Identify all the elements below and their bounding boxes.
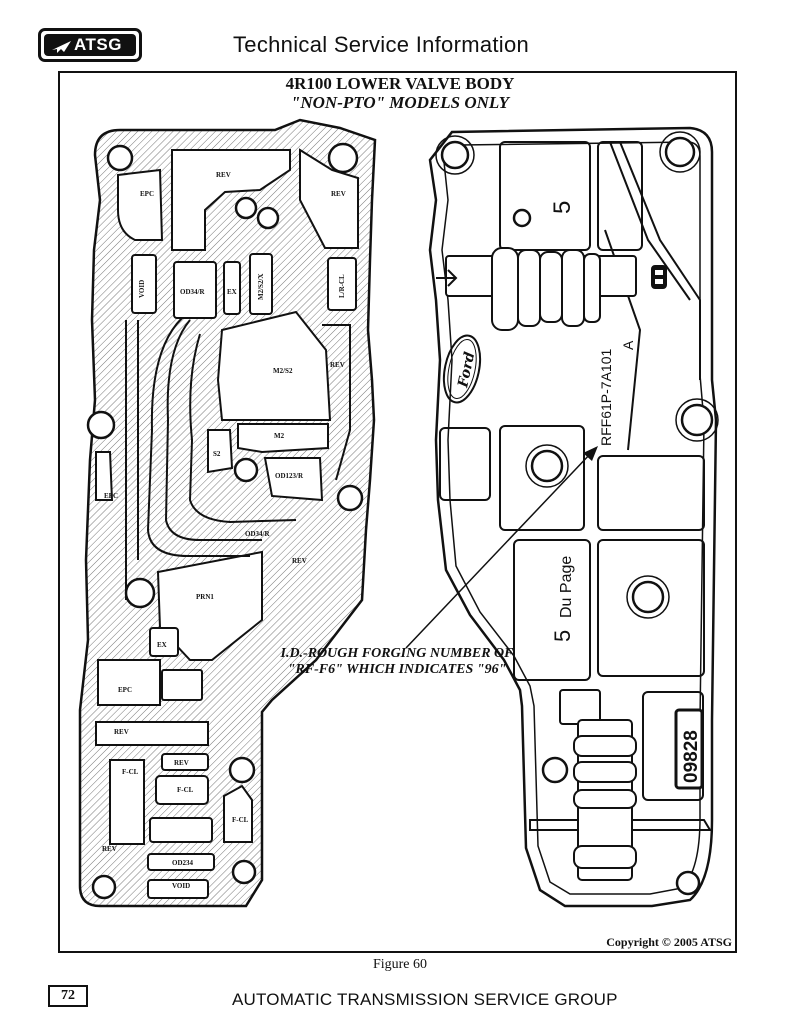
atsg-logo: ATSG bbox=[38, 28, 142, 62]
part-number: RFF61P-7A101 bbox=[598, 349, 614, 446]
passage-label: EPC bbox=[118, 686, 132, 694]
diagram-subtitle: "NON-PTO" MODELS ONLY bbox=[290, 93, 510, 112]
ford-logo: Ford bbox=[442, 334, 482, 404]
passage-label: VOID bbox=[138, 280, 146, 298]
passage-label: OD123/R bbox=[275, 472, 304, 480]
passage-label: REV bbox=[216, 171, 231, 179]
left-bolt-holes bbox=[86, 142, 364, 900]
passage-label: F-CL bbox=[177, 786, 194, 794]
ford-logo-text: Ford bbox=[455, 350, 478, 389]
date-stamp: 09828 bbox=[674, 708, 704, 790]
plane-logo-icon bbox=[52, 41, 71, 53]
upper-spool-bore bbox=[436, 247, 667, 331]
stamp-number: 09828 bbox=[681, 730, 702, 783]
passage-label: OD34/R bbox=[180, 288, 205, 296]
passage-label: EPC bbox=[104, 492, 118, 500]
passage-label: REV bbox=[174, 759, 189, 767]
annotation-arrowhead bbox=[583, 446, 598, 461]
passage-label: F-CL bbox=[232, 816, 249, 824]
footer-company: AUTOMATIC TRANSMISSION SERVICE GROUP bbox=[232, 990, 618, 1009]
right-casting-outline bbox=[428, 126, 718, 908]
right-bolt-hole-rings bbox=[435, 131, 719, 619]
passage-label: OD234 bbox=[172, 859, 194, 867]
annotation-leader bbox=[405, 451, 593, 649]
left-plate-outline bbox=[78, 118, 377, 908]
figure-frame bbox=[58, 71, 737, 953]
passage-label: REV bbox=[330, 361, 345, 369]
lower-spool-bore bbox=[573, 719, 637, 881]
foundry-number: 5 bbox=[549, 201, 576, 214]
passage-label: S2 bbox=[213, 450, 221, 458]
left-channels bbox=[125, 317, 351, 600]
figure-caption: Figure 60 bbox=[372, 957, 428, 972]
passage-label: PRN1 bbox=[196, 593, 214, 601]
left-valve-body-view: REV EPC REV VOID OD34/R EX M2/S2/X L/R-C… bbox=[78, 118, 377, 908]
passage-label: OD34/R bbox=[245, 530, 270, 538]
foundry-text: Du Page bbox=[558, 556, 575, 618]
forging-annotation: I.D.-ROUGH FORGING NUMBER OF "RF-F6" WHI… bbox=[280, 646, 514, 677]
passage-label: EX bbox=[227, 288, 237, 296]
right-bolt-holes bbox=[440, 136, 714, 896]
passage-label: M2 bbox=[274, 432, 285, 440]
copyright: Copyright © 2005 ATSG bbox=[606, 935, 732, 949]
passage-label: M2/S2 bbox=[273, 367, 293, 375]
foundry-number-lower: 5 bbox=[550, 630, 575, 642]
passage-label: REV bbox=[292, 557, 307, 565]
right-valve-body-view: Ford RFF61P-7A101 A 5 Du Page 5 09828 bbox=[405, 126, 719, 908]
passage-label: L/R-CL bbox=[338, 274, 346, 298]
left-passage-labels: REV EPC REV VOID OD34/R EX M2/S2/X L/R-C… bbox=[102, 171, 346, 890]
passage-label: REV bbox=[114, 728, 129, 736]
passage-label: F-CL bbox=[122, 768, 139, 776]
passage-label: VOID bbox=[172, 882, 190, 890]
logo-text: ATSG bbox=[74, 35, 122, 54]
diagram-title: 4R100 LOWER VALVE BODY bbox=[285, 74, 515, 93]
passage-label: REV bbox=[331, 190, 346, 198]
passage-label: M2/S2/X bbox=[257, 274, 265, 300]
passage-label: REV bbox=[102, 845, 117, 853]
passage-label: EPC bbox=[140, 190, 154, 198]
passage-label: EX bbox=[157, 641, 167, 649]
part-suffix: A bbox=[620, 340, 636, 350]
page-header-title: Technical Service Information bbox=[233, 32, 530, 57]
page-number: 72 bbox=[48, 985, 88, 1007]
left-passages bbox=[95, 148, 359, 899]
